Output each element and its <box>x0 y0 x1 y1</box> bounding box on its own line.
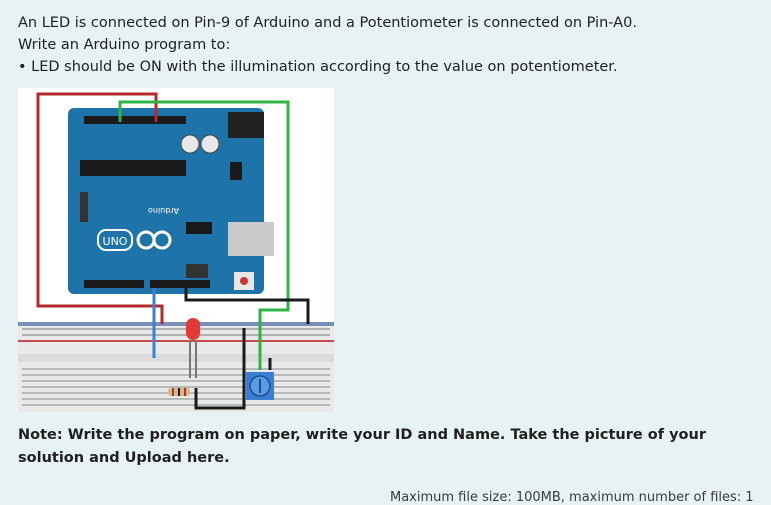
wire-red <box>36 92 164 324</box>
arduino-board <box>68 108 264 294</box>
bullet-text: LED should be ON with the illumination a… <box>31 59 618 75</box>
wire-green <box>118 100 290 370</box>
board-logo-text: UNO <box>103 235 128 248</box>
circuit-diagram-image: UNO Arduino <box>18 88 334 412</box>
breadboard <box>18 322 334 412</box>
board-brand-text: Arduino <box>148 206 179 215</box>
question-text: An LED is connected on Pin-9 of Arduino … <box>18 12 758 78</box>
led-icon <box>186 318 200 340</box>
wire-black-top <box>184 288 310 324</box>
bullet-icon: • <box>18 59 27 75</box>
note-text: Note: Write the program on paper, write … <box>18 427 706 466</box>
question-bullet: • LED should be ON with the illumination… <box>18 56 758 78</box>
wire-black-bottom <box>194 328 246 410</box>
question-line-2: Write an Arduino program to: <box>18 37 231 53</box>
file-limit-info: Maximum file size: 100MB, maximum number… <box>390 490 754 505</box>
question-line-1: An LED is connected on Pin-9 of Arduino … <box>18 15 637 31</box>
circuit-svg: UNO Arduino <box>18 92 334 412</box>
